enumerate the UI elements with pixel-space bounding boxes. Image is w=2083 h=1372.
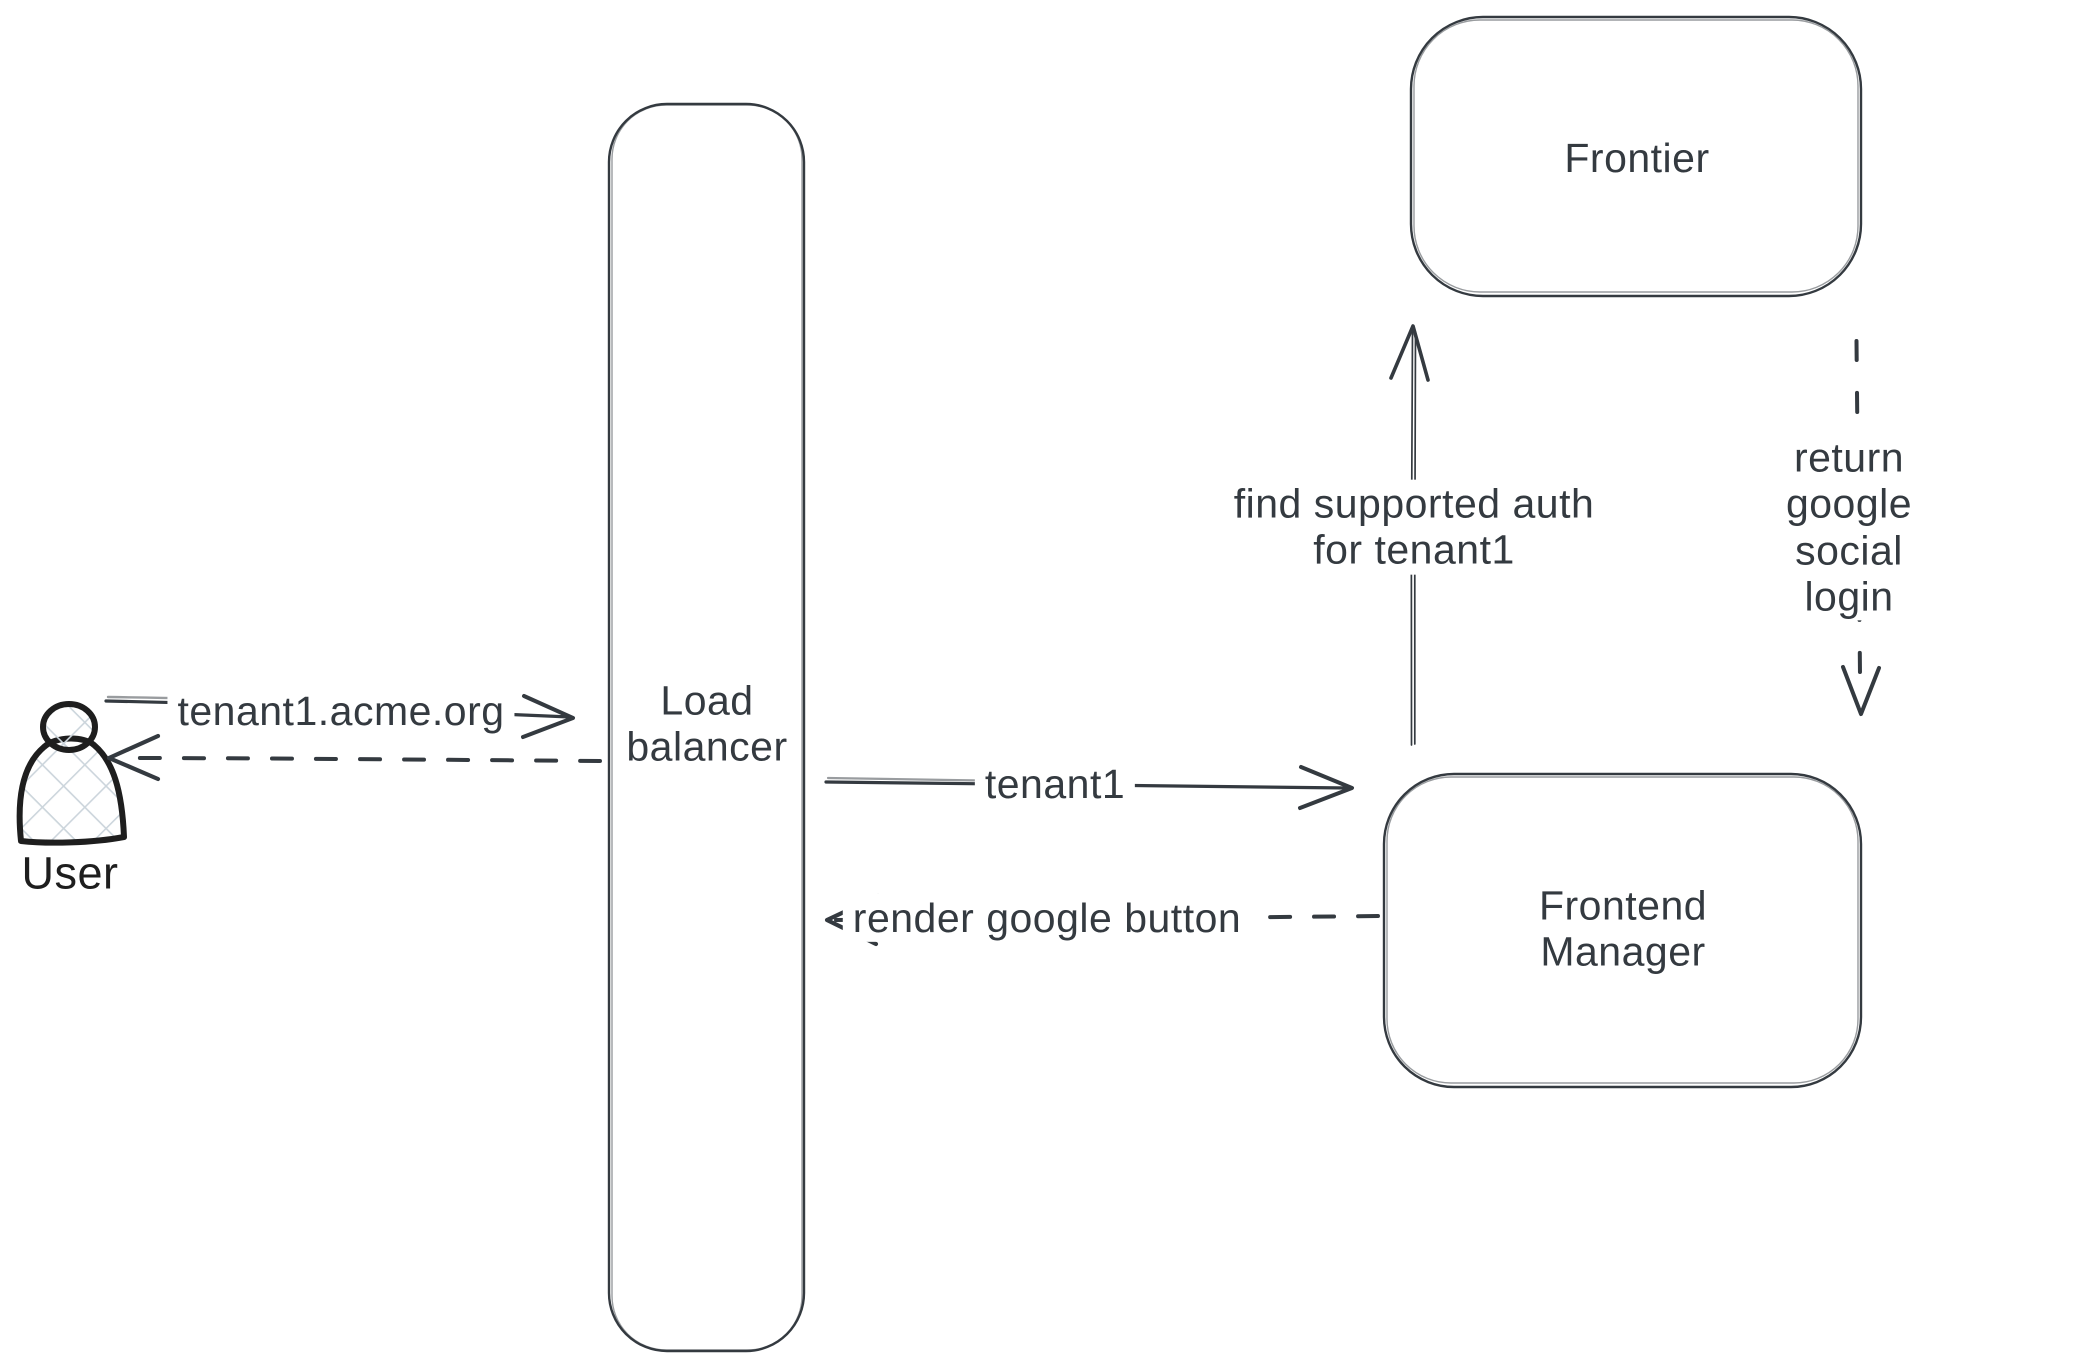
edge-label-render-google-button: render google button	[842, 893, 1252, 943]
frontend-manager-label: Frontend Manager	[1538, 882, 1708, 975]
edge-label-tenant1-acme-org: tenant1.acme.org	[167, 686, 515, 736]
frontier-label: Frontier	[1564, 134, 1710, 181]
load-balancer-box	[607, 102, 806, 1353]
arrowhead-right-icon	[1298, 765, 1354, 810]
frontier-box	[1409, 15, 1863, 298]
arrow-load-balancer-to-user	[106, 733, 602, 782]
edge-label-return-google-social-login: return google social login	[1732, 433, 1966, 621]
load-balancer-label: Load balancer	[626, 677, 788, 770]
user-head	[40, 701, 98, 753]
user-body	[16, 735, 127, 846]
edge-label-tenant1: tenant1	[974, 759, 1136, 809]
edge-label-find-supported-auth: find supported auth for tenant1	[1223, 479, 1605, 575]
frontend-manager-box	[1382, 772, 1863, 1089]
arrowhead-up-icon	[1389, 324, 1430, 382]
arrowhead-left-icon	[106, 733, 161, 782]
user-figure	[16, 701, 127, 846]
arrowhead-right-icon	[521, 694, 575, 739]
arrowhead-down-icon	[1841, 665, 1881, 716]
user-label: User	[21, 847, 119, 899]
